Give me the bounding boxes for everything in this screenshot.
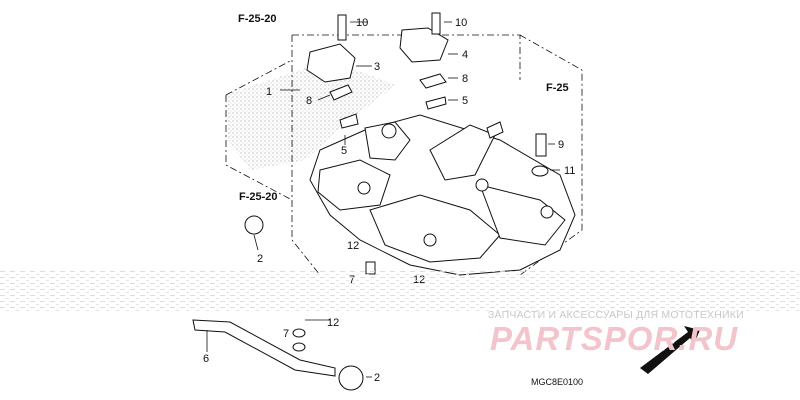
- bolt-10-left: [337, 14, 347, 41]
- callout-9: 9: [558, 139, 564, 151]
- callout-2: 2: [374, 372, 380, 384]
- callout-7: 7: [283, 328, 289, 340]
- washer-11: [531, 165, 549, 177]
- watermark-brand: PARTSPOR.RU: [490, 320, 738, 357]
- callout-8: 8: [462, 73, 468, 85]
- grommet-2-upper: [244, 215, 264, 235]
- reference-left: F-25-20: [239, 191, 278, 203]
- reference-right: F-25: [546, 82, 569, 94]
- callout-12: 12: [347, 240, 359, 252]
- callout-5: 5: [341, 145, 347, 157]
- callout-12: 12: [327, 317, 339, 329]
- washer-7b: [292, 342, 306, 352]
- reference-top: F-25-20: [238, 13, 277, 25]
- watermark-caption: ЗАПЧАСТИ И АКСЕССУАРЫ ДЛЯ МОТОТЕХНИКИ: [488, 309, 744, 321]
- seal-5-right: [425, 96, 447, 110]
- callout-1: 1: [266, 86, 272, 98]
- gasket-8-right: [419, 73, 447, 89]
- watermark-noise-band: [0, 270, 800, 312]
- bolt-9: [535, 133, 547, 157]
- breather-cap-3: [306, 43, 356, 83]
- fr-direction-arrow: FR.: [640, 326, 700, 374]
- gasket-6: [192, 319, 336, 377]
- leader-lines: [206, 21, 560, 378]
- callout-5: 5: [462, 95, 468, 107]
- breather-cap-4: [399, 27, 449, 63]
- stipple-shading: [225, 60, 395, 170]
- callout-10: 10: [455, 17, 467, 29]
- dashed-frame: [225, 34, 583, 276]
- diagram-code: MGC8E0100: [531, 377, 583, 387]
- callout-4: 4: [462, 49, 468, 61]
- gasket-8-left: [329, 84, 353, 101]
- part-outlines: [192, 12, 549, 391]
- washer-7: [292, 328, 306, 338]
- seal-5-left: [339, 113, 359, 129]
- callout-2: 2: [257, 253, 263, 265]
- bolt-10-right: [431, 12, 441, 35]
- callout-11: 11: [564, 165, 575, 177]
- callout-10: 10: [356, 17, 368, 29]
- grommet-2-lower: [338, 365, 364, 391]
- callout-3: 3: [374, 61, 380, 73]
- callout-8: 8: [306, 95, 312, 107]
- cylinder-head-cover: [309, 114, 576, 276]
- callout-6: 6: [203, 353, 209, 365]
